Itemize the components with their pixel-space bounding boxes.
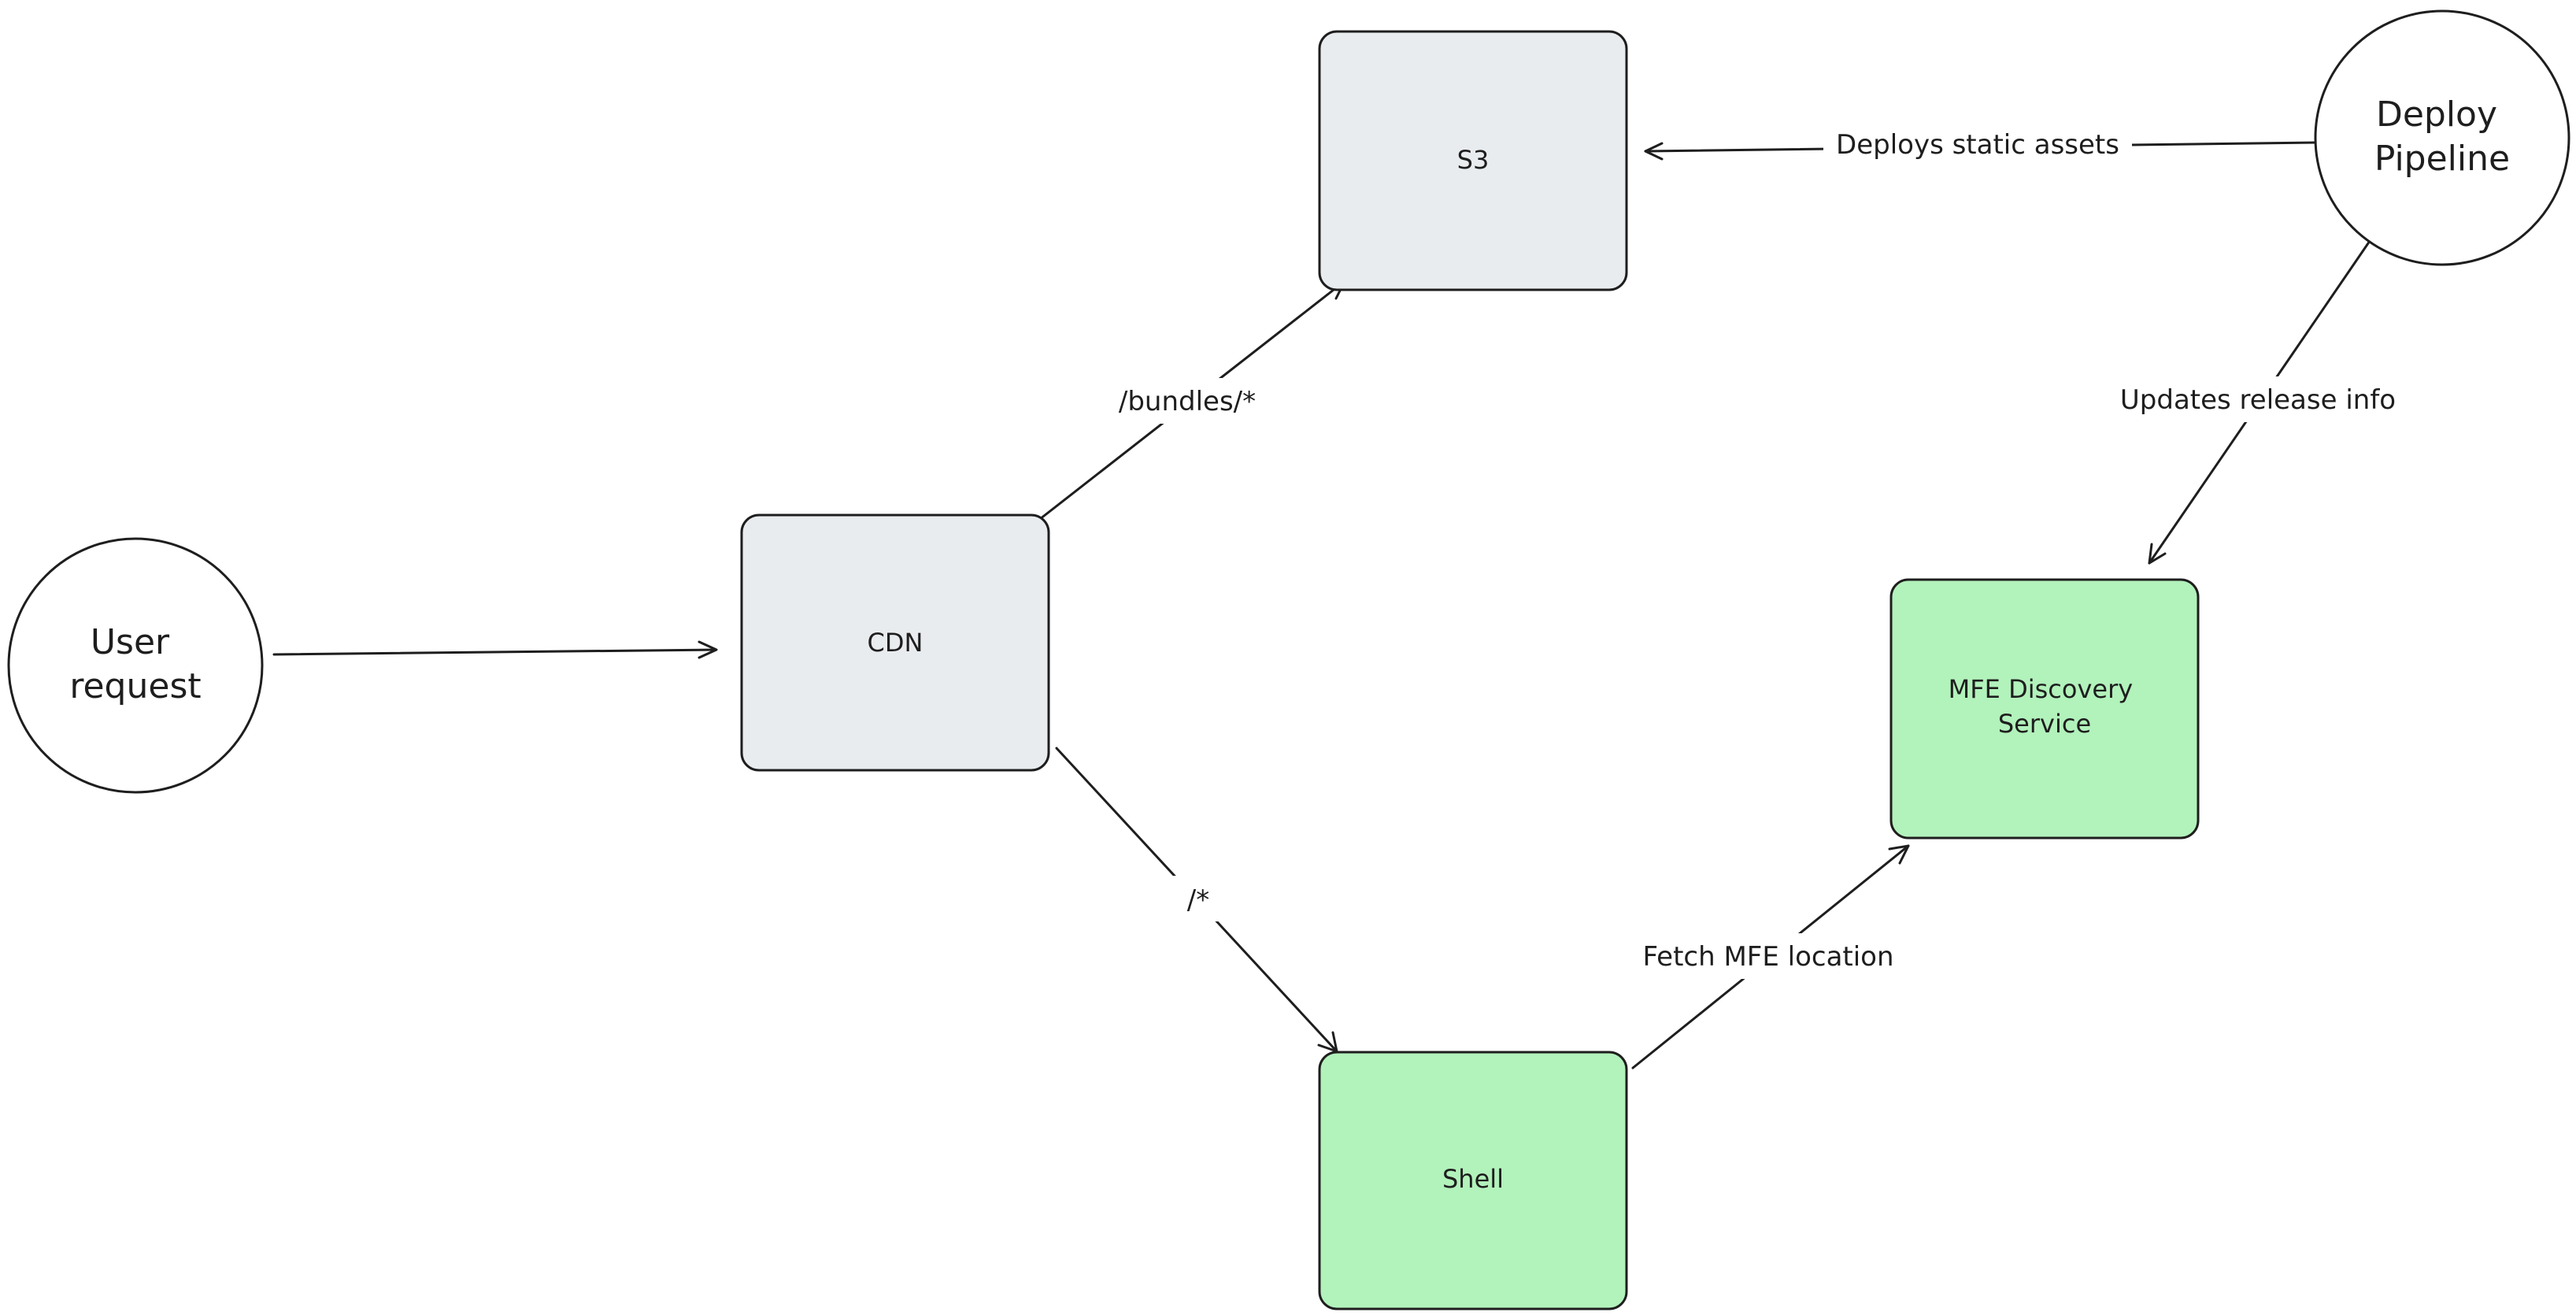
arrowhead-deploy-to-s3 <box>1644 142 1664 161</box>
shell-box <box>1318 1051 1628 1310</box>
edge-deploy-to-s3: Deploys static assets <box>1644 121 2318 167</box>
user-request-label: User request <box>69 622 201 706</box>
edge-label-fetch-mfe: Fetch MFE location <box>1642 941 1893 973</box>
s3-box <box>1318 30 1628 291</box>
s3-label: S3 <box>1457 145 1490 175</box>
arrowhead-shell-to-mfe <box>1888 844 1910 865</box>
deploy-pipeline-label: Deploy Pipeline <box>2374 95 2510 179</box>
edge-label-updates-release: Updates release info <box>2120 384 2396 416</box>
edge-label-deploys-assets: Deploys static assets <box>1836 129 2119 161</box>
edge-cdn-to-shell: /* <box>1055 747 1338 1053</box>
mfe-discovery-box <box>1889 578 2200 840</box>
node-s3: S3 <box>1318 30 1628 291</box>
cdn-label: CDN <box>868 628 923 658</box>
mfe-discovery-label: MFE Discovery Service <box>1949 674 2141 739</box>
edge-shell-to-mfe: Fetch MFE location <box>1622 844 1910 1069</box>
shell-label: Shell <box>1442 1164 1504 1194</box>
edge-label-root: /* <box>1187 884 1209 916</box>
edge-deploy-to-mfe: Updates release info <box>2113 239 2403 565</box>
node-cdn: CDN <box>740 513 1050 772</box>
arrowhead-deploy-to-mfe <box>2148 543 2167 565</box>
node-mfe-discovery: MFE Discovery Service <box>1889 578 2200 840</box>
cdn-box <box>740 513 1050 772</box>
edge-cdn-to-s3: /bundles/* <box>1031 280 1346 526</box>
deploy-pipeline-circle <box>2314 9 2570 266</box>
user-request-circle <box>7 537 264 794</box>
node-deploy-pipeline: Deploy Pipeline <box>2314 9 2570 266</box>
node-shell: Shell <box>1318 1051 1628 1310</box>
node-user-request: User request <box>7 537 264 794</box>
arrowhead-user-to-cdn <box>698 640 718 659</box>
edge-user-to-cdn <box>272 640 718 659</box>
edge-label-bundles: /bundles/* <box>1119 386 1256 417</box>
